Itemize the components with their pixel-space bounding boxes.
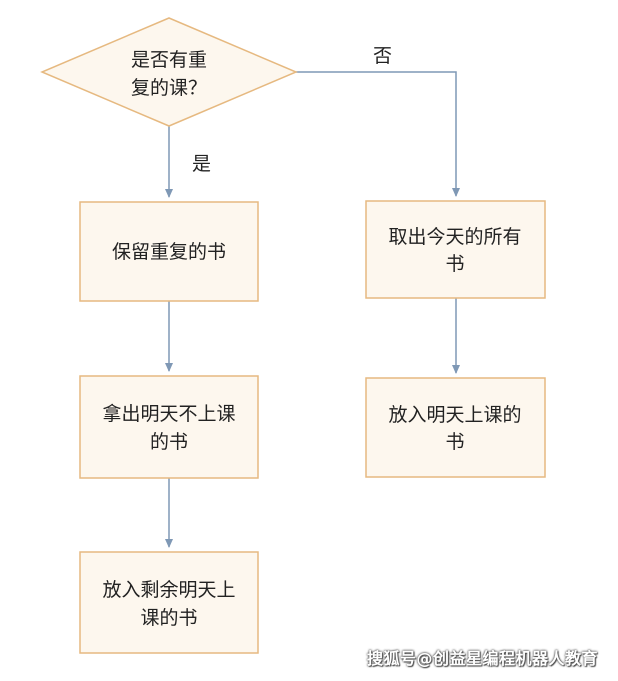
- edge-label-yes: 是: [192, 153, 211, 175]
- keep-books-box: [79, 201, 259, 302]
- decision-label-line-2: 复的课？: [131, 77, 207, 99]
- remove-books-label-line-1: 拿出明天不上课: [102, 402, 235, 425]
- decision-diamond-shape: [40, 17, 298, 127]
- keep-books-node: 保留重复的书: [79, 201, 259, 302]
- edge-decision-to-take-all: [296, 71, 460, 197]
- keep-books-label: 保留重复的书: [112, 241, 226, 263]
- put-tomorrow-books-node: 放入明天上课的 书: [365, 377, 546, 478]
- edges: [165, 71, 460, 548]
- put-tomorrow-books-label-line-1: 放入明天上课的: [388, 404, 521, 426]
- put-remaining-books-label-line-2: 课的书: [140, 607, 197, 629]
- take-all-books-label-line-1: 取出今天的所有: [388, 226, 521, 248]
- put-remaining-books-box: [79, 551, 259, 654]
- put-tomorrow-books-box: [365, 377, 546, 478]
- put-remaining-books-label-line-1: 放入剩余明天上: [102, 579, 235, 601]
- remove-books-node: 拿出明天不上课 的书: [79, 375, 259, 479]
- take-all-books-label-line-2: 书: [445, 253, 464, 275]
- put-tomorrow-books-label-line-2: 书: [445, 431, 464, 453]
- take-all-books-box: [365, 200, 546, 299]
- decision-label-line-1: 是否有重: [131, 49, 207, 71]
- take-all-books-node: 取出今天的所有 书: [365, 200, 546, 299]
- decision-node: 是否有重 复的课？: [40, 17, 298, 127]
- watermark: 搜狐号@创益星编程机器人教育: [366, 649, 598, 668]
- remove-books-box: [79, 375, 259, 479]
- put-remaining-books-node: 放入剩余明天上 课的书: [79, 551, 259, 654]
- remove-books-label-line-2: 的书: [150, 431, 188, 453]
- edge-label-no: 否: [373, 45, 392, 67]
